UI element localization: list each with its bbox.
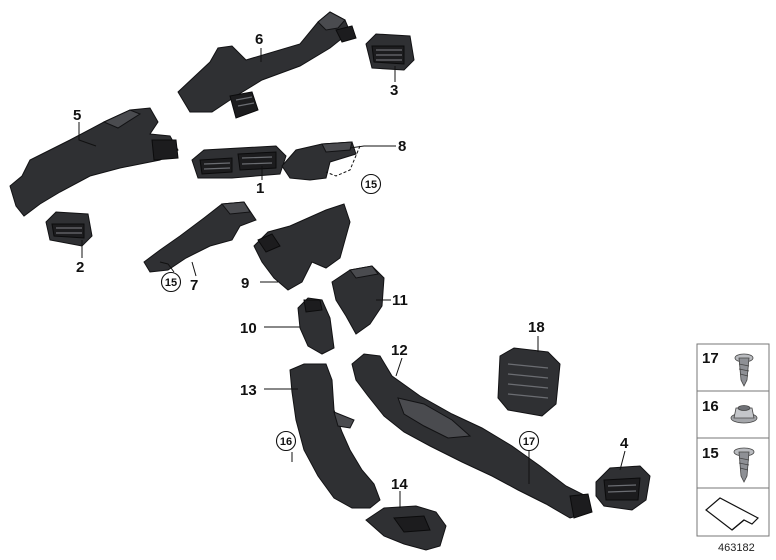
ref-circle-15-left: [160, 271, 182, 293]
part-10-air-duct: [297, 297, 335, 355]
ref-circle-15-top: [360, 173, 382, 195]
ref-15-top: 15: [365, 179, 377, 191]
legend-label-16: 16: [702, 398, 719, 415]
part-2-side-vent: [45, 211, 93, 247]
circled-references: 15 15 16 17: [160, 173, 540, 452]
fastener-legend: 17 16 15: [696, 343, 770, 537]
diagram-number: 463182: [718, 542, 755, 554]
ref-17: 17: [523, 436, 535, 448]
ref-16: 16: [280, 436, 292, 448]
callout-10: 10: [240, 320, 257, 337]
part-8-air-duct: [281, 141, 357, 181]
self-tapping-screw-icon: [734, 353, 754, 387]
callout-5: 5: [73, 107, 81, 124]
leader-lines: [78, 48, 626, 508]
callout-4: 4: [620, 435, 629, 452]
callout-7: 7: [190, 277, 198, 294]
callout-3: 3: [390, 82, 398, 99]
part-11-air-duct: [331, 265, 385, 335]
legend-cell-15: [696, 437, 770, 489]
legend-cell-16: [696, 390, 770, 439]
part-18-vent-grille: [497, 347, 561, 417]
part-7-footwell-duct: [143, 201, 257, 273]
part-5-left-air-duct: [9, 107, 179, 217]
callout-6: 6: [255, 31, 263, 48]
ref-circle-16: [275, 430, 297, 452]
callout-11: 11: [392, 292, 408, 309]
hex-nut-icon: [730, 405, 758, 424]
callout-13: 13: [240, 382, 257, 399]
part-1-center-vent: [191, 145, 287, 179]
part-4-rear-vent: [595, 465, 651, 511]
callout-1: 1: [256, 180, 264, 197]
part-13-b-pillar-duct: [289, 363, 381, 509]
washer-screw-icon: [733, 447, 755, 483]
legend-label-15: 15: [702, 445, 719, 462]
ref-circle-17: [518, 430, 540, 452]
callout-9: 9: [241, 275, 249, 292]
part-12-rear-air-duct: [351, 353, 593, 519]
clip-symbol-icon: [705, 497, 760, 531]
callout-18: 18: [528, 319, 545, 336]
callout-12: 12: [391, 342, 408, 359]
ref-15-left: 15: [165, 277, 177, 289]
part-6-center-air-duct: [177, 11, 357, 119]
legend-label-17: 17: [702, 350, 719, 367]
callout-numbers: 6 3 5 8 1 2 7 9 11 10 18 12 13 4 14: [73, 31, 629, 493]
callout-2: 2: [76, 259, 84, 276]
callout-8: 8: [398, 138, 406, 155]
legend-cell-17: [696, 343, 770, 392]
part-9-air-duct: [253, 203, 351, 291]
callout-14: 14: [391, 476, 408, 493]
part-14-floor-duct: [365, 505, 447, 551]
part-3-air-vent: [365, 33, 415, 71]
